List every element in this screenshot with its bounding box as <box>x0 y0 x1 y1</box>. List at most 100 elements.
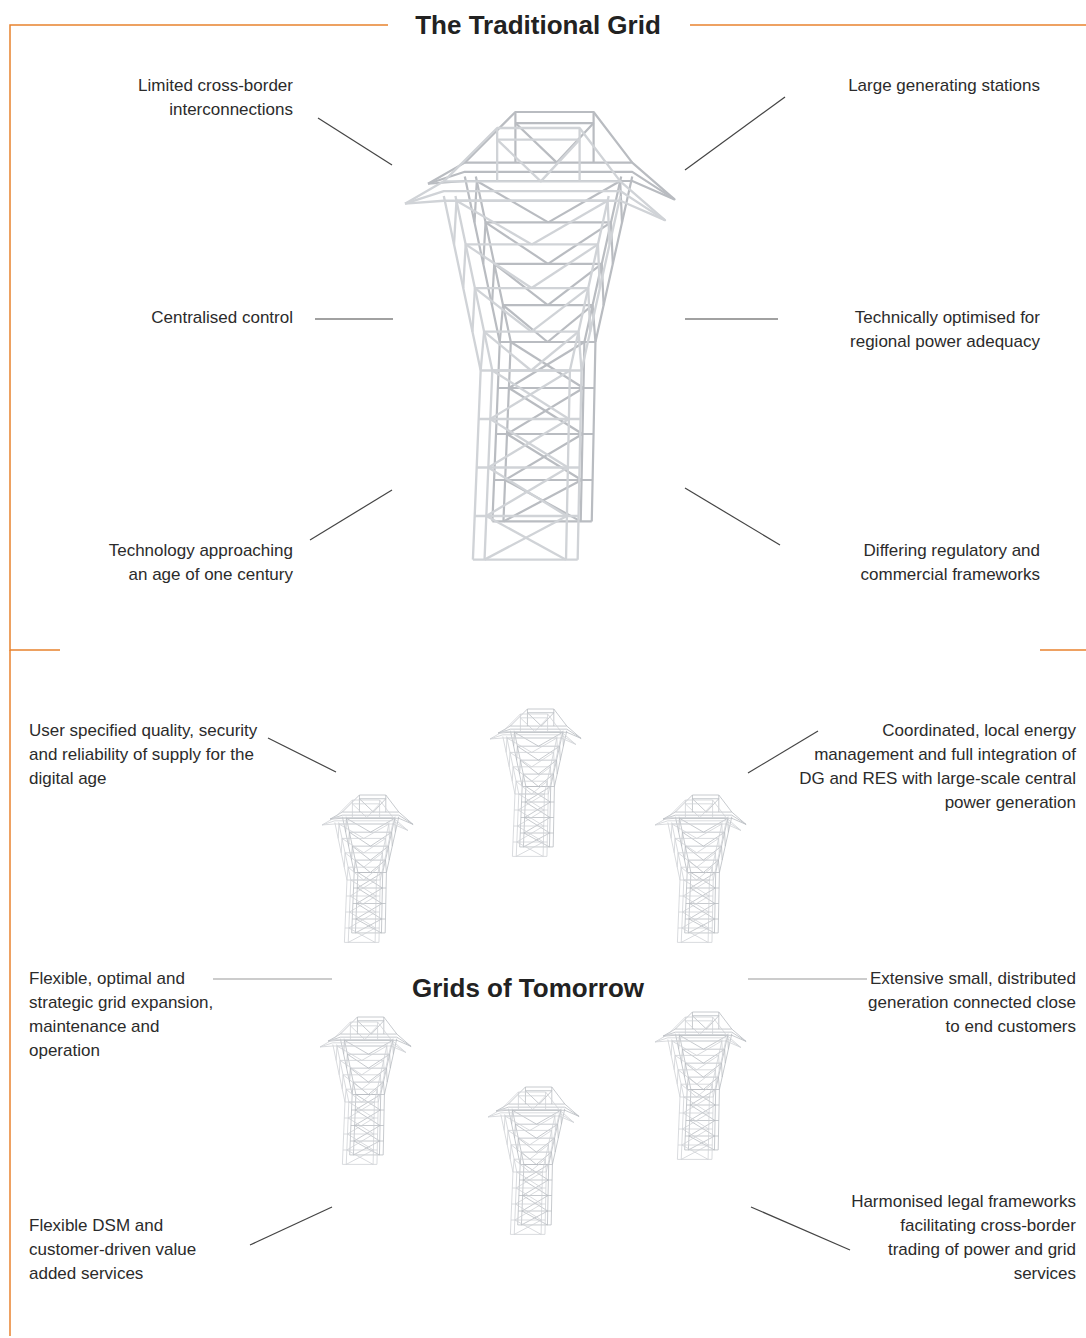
pylon-member <box>339 1060 341 1074</box>
pylon-member <box>510 1234 545 1235</box>
pylon-member <box>682 1145 708 1159</box>
pylon-member <box>675 1055 719 1056</box>
pylon-member <box>671 1041 673 1055</box>
pylon-member <box>322 818 408 831</box>
pylon-member <box>515 1188 542 1204</box>
pylon-member <box>320 1040 406 1053</box>
pylon-member <box>507 1130 509 1144</box>
pylon-member <box>697 824 722 838</box>
pylon-member <box>466 244 532 288</box>
pylon-member <box>553 774 555 786</box>
pylon-member <box>348 1102 374 1118</box>
pylon-member <box>685 1063 721 1064</box>
pylon-member <box>518 1095 545 1096</box>
pylon-member <box>350 1025 377 1026</box>
pylon <box>488 1092 574 1234</box>
pylon-member <box>338 824 340 838</box>
pylon-member <box>518 1092 519 1110</box>
pylon-member <box>385 817 399 933</box>
pylon-member <box>472 288 474 332</box>
pylon-member <box>663 815 746 824</box>
pylon-member <box>350 1026 377 1040</box>
pylon-member <box>518 794 544 810</box>
frame-line <box>1040 649 1086 651</box>
pylon-member <box>357 1021 383 1034</box>
pylon-member <box>405 181 665 220</box>
pylon-member <box>674 1055 676 1069</box>
pylon-member <box>525 1091 551 1104</box>
pylon-member <box>496 128 498 181</box>
pylon-member <box>391 832 393 846</box>
pylon-member <box>530 1145 549 1159</box>
pylon-member <box>341 838 343 852</box>
pylon-member <box>405 191 665 220</box>
pylon-member <box>550 767 552 781</box>
pylon-member <box>608 201 610 245</box>
callout-label: Harmonised legal frameworks facilitating… <box>846 1190 1076 1286</box>
pylon-member <box>697 838 719 852</box>
pylon-member <box>682 1129 708 1145</box>
section-heading: Grids of Tomorrow <box>378 971 678 1005</box>
pylon-member <box>339 824 389 825</box>
pylon-member <box>655 821 741 831</box>
leader-line <box>748 731 818 773</box>
pylon <box>655 800 741 942</box>
pylon-member <box>481 332 484 371</box>
pylon-member <box>383 1082 385 1094</box>
callout-label: Centralised control <box>93 306 293 330</box>
callout-label: Large generating stations <box>780 74 1040 98</box>
pylon-member <box>328 1034 411 1046</box>
pylon <box>498 709 581 847</box>
pylon-member <box>514 1159 545 1160</box>
pylon <box>655 1017 741 1159</box>
pylon-member <box>350 1022 351 1040</box>
leader-line <box>751 1207 850 1250</box>
pylon-member <box>511 1144 548 1145</box>
pylon-member <box>505 1116 530 1130</box>
pylon-member <box>682 832 724 833</box>
pylon-member <box>505 1116 555 1117</box>
pylon-member <box>516 746 518 760</box>
pylon-member <box>353 1141 379 1155</box>
pylon-member <box>712 1017 713 1035</box>
pylon-member <box>347 1054 389 1055</box>
pylon-member <box>347 1054 368 1068</box>
pylon-member <box>336 1046 338 1060</box>
pylon-member <box>337 1046 387 1047</box>
pylon-member <box>486 468 568 517</box>
pylon <box>405 128 665 560</box>
pylon-member <box>385 838 387 852</box>
pylon-member <box>349 832 391 833</box>
pylon-member <box>342 838 364 852</box>
pylon-member <box>346 1054 348 1068</box>
pylon-member <box>682 928 708 942</box>
pylon-member <box>521 1211 547 1225</box>
leader-line <box>250 1207 332 1245</box>
pylon-member <box>517 1172 542 1188</box>
pylon-member <box>718 817 732 933</box>
pylon-member <box>515 1124 557 1125</box>
callout-label: Limited cross-border interconnections <box>103 74 293 122</box>
pylon-member <box>507 388 583 434</box>
pylon-member <box>681 867 697 880</box>
pylon-member <box>380 1075 382 1089</box>
pylon-member <box>350 880 376 896</box>
pylon-member <box>519 794 544 810</box>
pylon-member <box>682 832 703 846</box>
pylon-member <box>503 714 561 732</box>
pylon-member <box>349 912 376 928</box>
pylon-member <box>364 867 380 880</box>
pylon-member <box>551 1130 553 1144</box>
pylon-member <box>671 824 673 838</box>
pylon-member <box>718 838 720 852</box>
leader-lines <box>213 97 867 1250</box>
pylon-member <box>682 1129 709 1145</box>
pylon-member <box>350 1068 386 1069</box>
pylon-member <box>515 781 516 794</box>
pylon-member <box>532 244 598 288</box>
pylon-member <box>697 1055 719 1069</box>
pylon-member <box>346 1089 377 1090</box>
pylon-member <box>339 824 364 838</box>
pylon-member <box>712 800 713 818</box>
